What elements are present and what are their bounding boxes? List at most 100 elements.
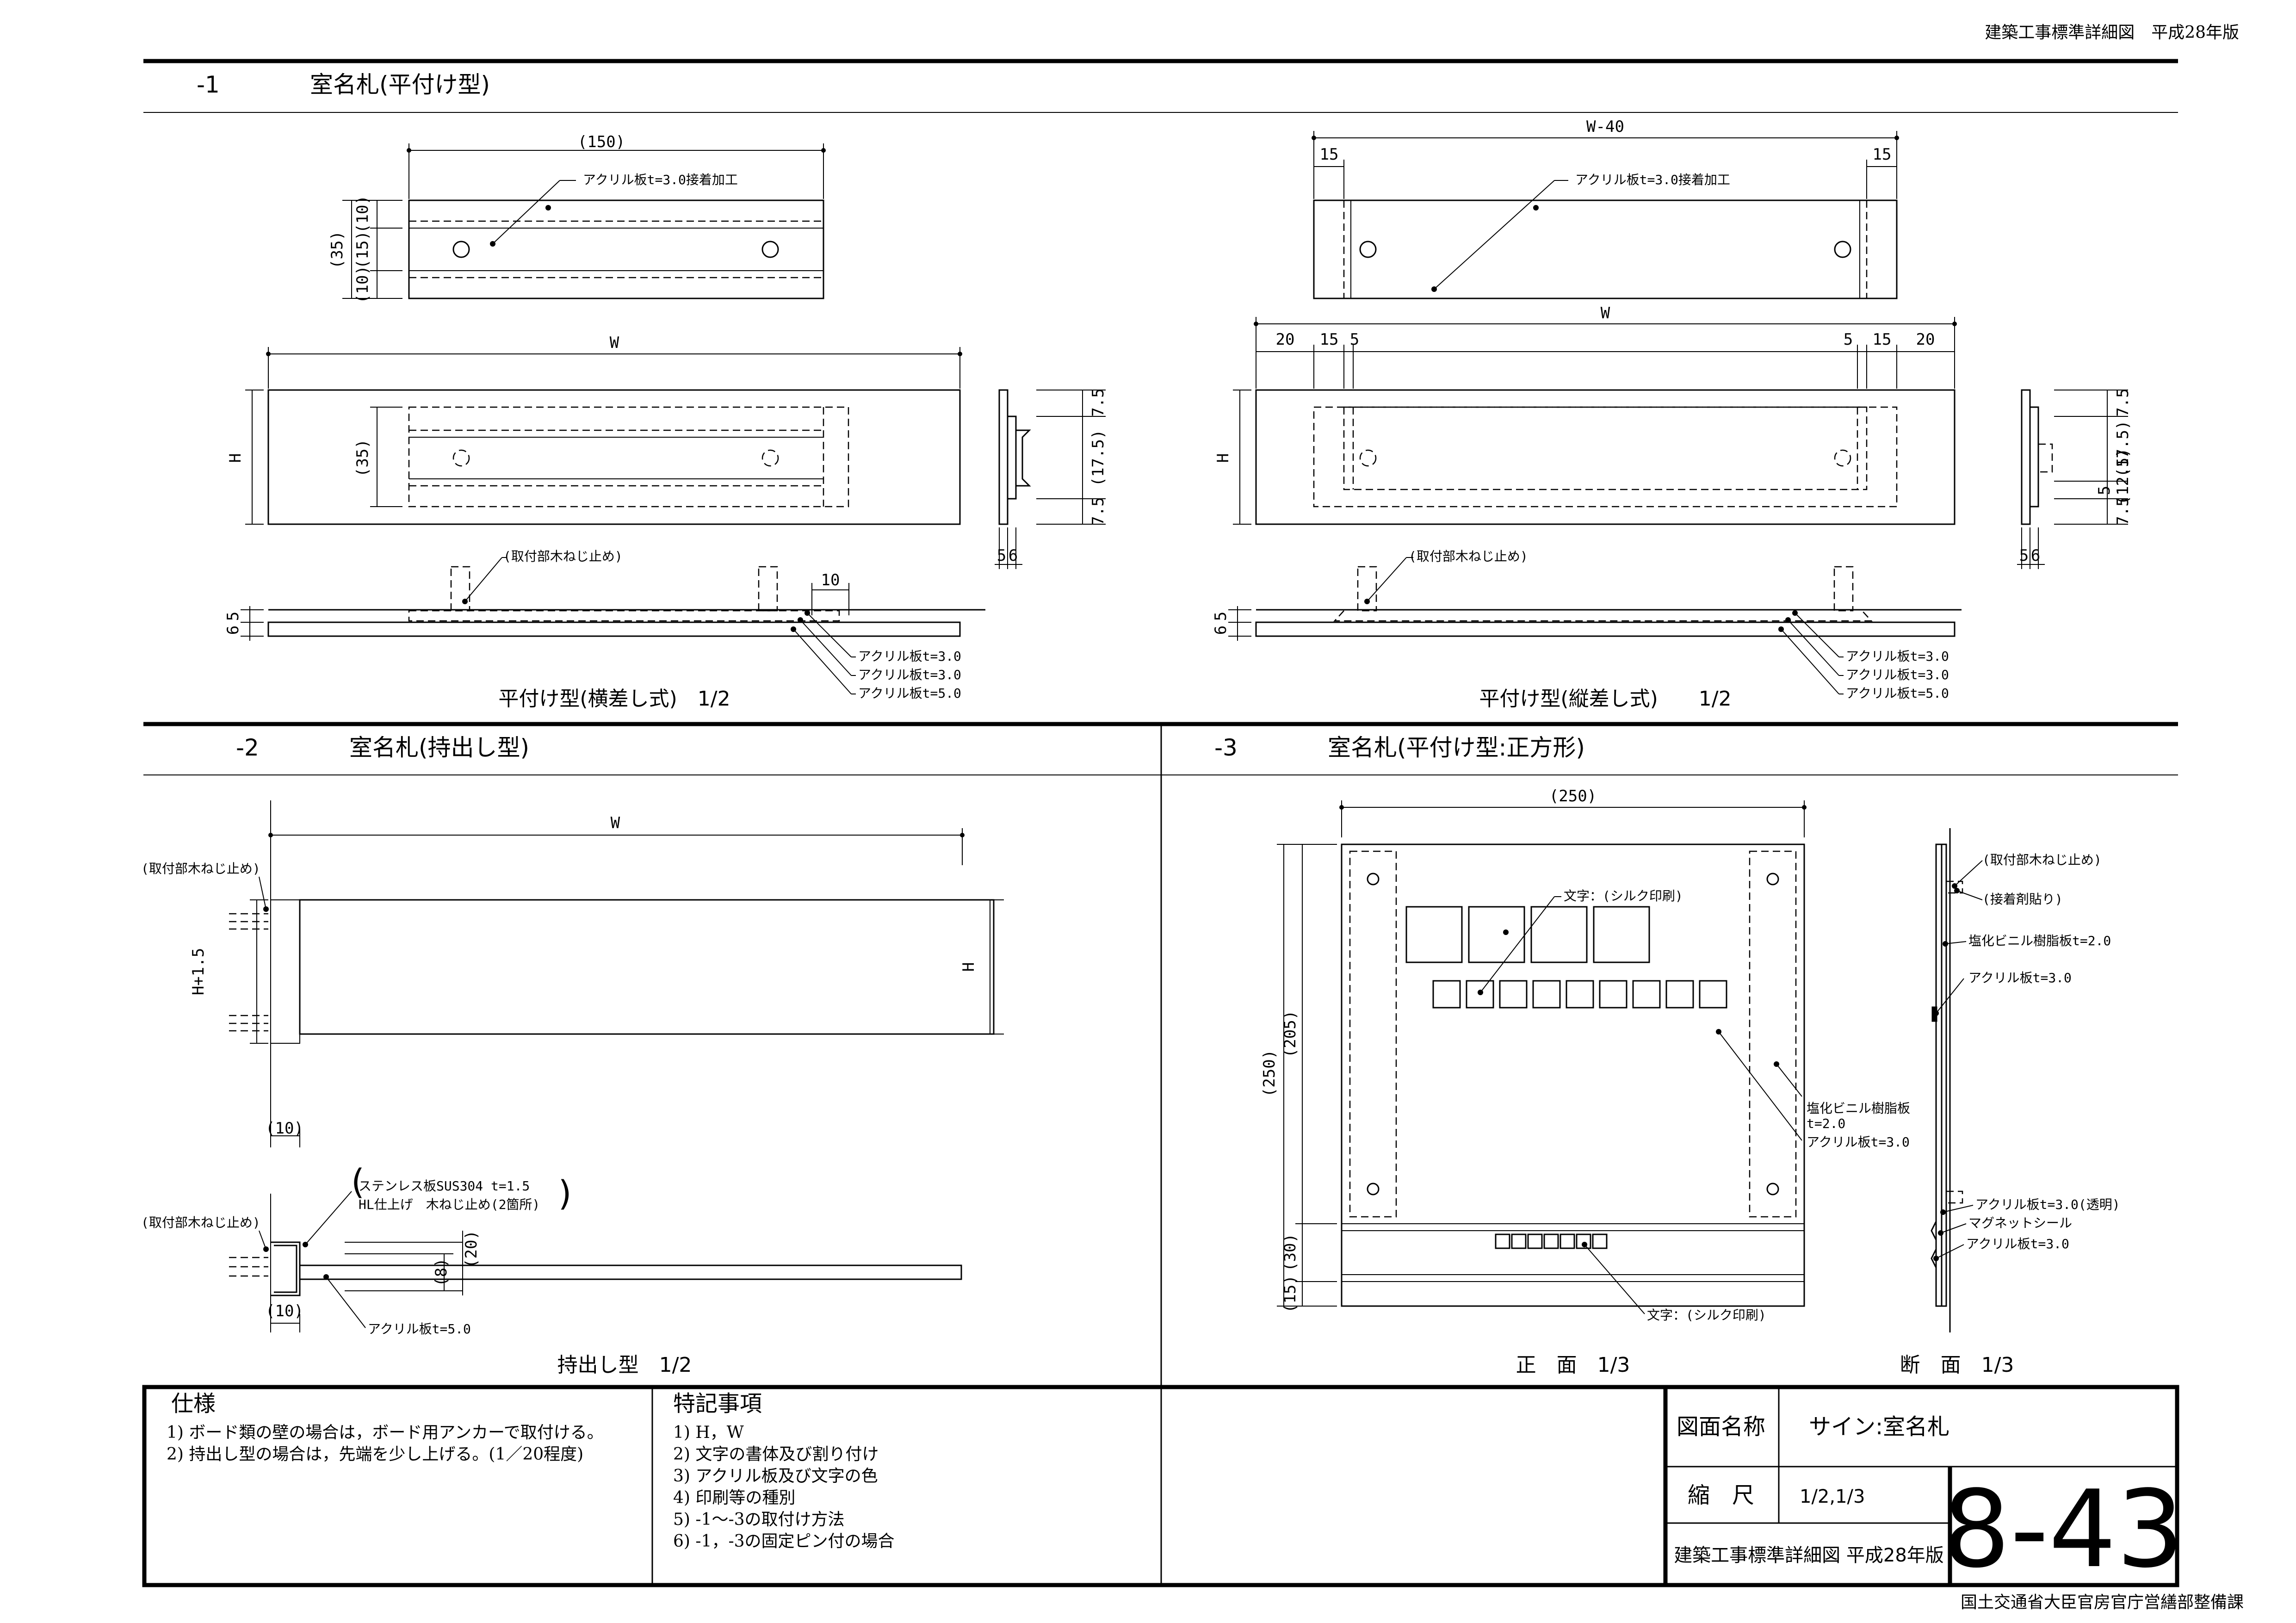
dim-10-bot: (10) <box>353 266 372 304</box>
dim-17.5-r: (17.5) <box>2114 421 2132 477</box>
note-acryl50-2a: アクリル板t=5.0 <box>1846 686 1949 701</box>
spec-heading: 仕様 <box>171 1391 216 1417</box>
dim-W-2: W <box>1601 304 1610 322</box>
dim-10-plan: 10 <box>821 571 840 589</box>
tb-standard: 建築工事標準詳細図 平成28年版 <box>1674 1545 1944 1566</box>
note-screw-2b: (取付部木ねじ止め) <box>141 1215 260 1230</box>
notes-item-2: 2) 文字の書体及び割り付け <box>673 1445 879 1464</box>
s1-right-plan-section <box>1228 557 1962 694</box>
header-title: 建築工事標準詳細図 平成28年版 <box>1985 23 2239 42</box>
s3-section-view <box>1931 828 1983 1332</box>
dim-10-sec: (10) <box>266 1302 303 1320</box>
dim-15-mid: (15) <box>353 231 372 269</box>
dim-17.5-top: (17.5) <box>1089 430 1108 487</box>
dim-10-elev: (10) <box>266 1119 303 1138</box>
dim-H+1.5: H+1.5 <box>189 948 208 995</box>
caption-1a: 平付け型(横差し式) 1/2 <box>498 687 730 711</box>
dim-35-v: (35) <box>328 231 347 269</box>
dim-35-front: (35) <box>353 439 372 477</box>
dim-12.5-r: (12.5) <box>2114 448 2132 505</box>
note-acryl30-1b: アクリル板t=3.0 <box>858 667 961 682</box>
dim-H-2: H <box>1214 453 1232 463</box>
note-acryl50-2: アクリル板t=5.0 <box>368 1321 471 1337</box>
paren-open: ( <box>347 1162 368 1202</box>
dim-250-h: (250) <box>1549 787 1597 805</box>
notes-item-5: 5) -1～-3の取付け方法 <box>673 1510 845 1529</box>
dim-15-r3: 15 <box>1320 330 1339 349</box>
dim-5-r2: 5 <box>1844 330 1853 349</box>
s3-number: -3 <box>1214 734 1238 761</box>
dim-6-side: 6 <box>1009 546 1018 565</box>
notes-item-6: 6) -1，-3の固定ピン付の場合 <box>673 1532 895 1551</box>
dim-6-r-side2: 6 <box>2031 546 2040 565</box>
caption-3b: 断 面 1/3 <box>1900 1353 2014 1377</box>
note-silk-1: 文字：(シルク印刷) <box>1564 888 1683 904</box>
dim-5-plan-r: 5 <box>1212 612 1230 621</box>
tb-scale-label: 縮 尺 <box>1688 1482 1754 1508</box>
spec-item-2: 2) 持出し型の場合は，先端を少し上げる。(1／20程度) <box>167 1445 583 1464</box>
spec-item-1: 1) ボード類の壁の場合は，ボード用アンカーで取付ける。 <box>167 1423 604 1442</box>
note-magnet: マグネットシール <box>1968 1215 2072 1231</box>
note-stainless-2: HL仕上げ 木ねじ止め(2箇所) <box>359 1197 540 1212</box>
caption-1b: 平付け型(縦差し式) 1/2 <box>1479 687 1731 711</box>
caption-2: 持出し型 1/2 <box>557 1353 692 1377</box>
s1-right-side-section <box>2017 389 2128 569</box>
dim-6-plan-r: 6 <box>1212 626 1230 635</box>
s3-front-view <box>1277 800 1807 1314</box>
dim-20-sec: (20) <box>462 1230 481 1268</box>
dim-W-40: W-40 <box>1586 118 1624 136</box>
dim-7.5-r-top: 7.5 <box>2114 388 2132 416</box>
s2-elevation <box>229 800 1004 1147</box>
s1-right-front-view <box>1233 317 1957 525</box>
s1-right-plate-detail <box>1312 131 1899 299</box>
s2-section <box>229 1191 962 1332</box>
footer-org: 国土交通省大臣官房官庁営繕部整備課 <box>1961 1593 2244 1612</box>
note-glue: (接着剤貼り) <box>1982 892 2063 907</box>
dim-205: (205) <box>1281 1010 1300 1058</box>
dim-5-r1: 5 <box>1350 330 1359 349</box>
s2-number: -2 <box>236 734 259 761</box>
paren-close: ) <box>555 1174 576 1214</box>
note-acryl-glue-1: アクリル板t=3.0接着加工 <box>583 172 738 187</box>
dim-15-r1: 15 <box>1320 145 1339 164</box>
note-silk-2: 文字：(シルク印刷) <box>1647 1307 1766 1323</box>
s1-left-front-view <box>245 347 962 525</box>
dim-W-1: W <box>610 334 619 352</box>
s2-title: 室名札(持出し型) <box>349 734 529 761</box>
dim-20-r2: 20 <box>1916 330 1935 349</box>
dim-10-top: (10) <box>353 195 372 233</box>
dim-5-plan: 5 <box>224 612 242 621</box>
dim-5-r-side2: 5 <box>2019 546 2029 565</box>
note-pvc-t: t=2.0 <box>1807 1116 1845 1131</box>
dim-8: (8) <box>432 1258 451 1286</box>
note-screw-1a: (取付部木ねじ止め) <box>503 549 623 564</box>
dim-H-1: H <box>226 453 245 463</box>
dim-15-r2: 15 <box>1873 145 1892 164</box>
note-acryl30-1a: アクリル板t=3.0 <box>858 649 961 664</box>
dim-7.5-bot: 7.5 <box>1089 497 1108 525</box>
dim-20-r1: 20 <box>1276 330 1295 349</box>
s1-left-plate-detail <box>342 143 826 299</box>
note-acryl30-3: アクリル板t=3.0 <box>1807 1134 1910 1150</box>
dim-H-3: H <box>959 962 978 972</box>
note-stainless-1: ステンレス板SUS304 t=1.5 <box>359 1178 530 1194</box>
caption-3a: 正 面 1/3 <box>1516 1353 1630 1377</box>
note-acryl30-2b: アクリル板t=3.0 <box>1846 667 1949 682</box>
tb-name-value: サイン:室名札 <box>1809 1414 1949 1440</box>
dim-15-front3: (15) <box>1281 1275 1300 1313</box>
dim-7.5-top: 7.5 <box>1089 388 1108 416</box>
dim-150: (150) <box>578 133 625 151</box>
note-screw-1b: (取付部木ねじ止め) <box>1409 549 1528 564</box>
s1-number: -1 <box>197 71 220 98</box>
tb-name-label: 図面名称 <box>1677 1414 1765 1440</box>
notes-item-1: 1) H，W <box>673 1423 744 1442</box>
notes-heading: 特記事項 <box>673 1391 762 1417</box>
s3-title: 室名札(平付け型:正方形) <box>1328 734 1585 761</box>
dim-5-side: 5 <box>997 546 1006 565</box>
dim-6-plan: 6 <box>224 626 242 635</box>
dim-15-r4: 15 <box>1873 330 1892 349</box>
s1-left-plan-section <box>241 557 985 694</box>
dim-30: (30) <box>1281 1233 1300 1271</box>
dim-5-r-side: 5 <box>2095 486 2114 495</box>
